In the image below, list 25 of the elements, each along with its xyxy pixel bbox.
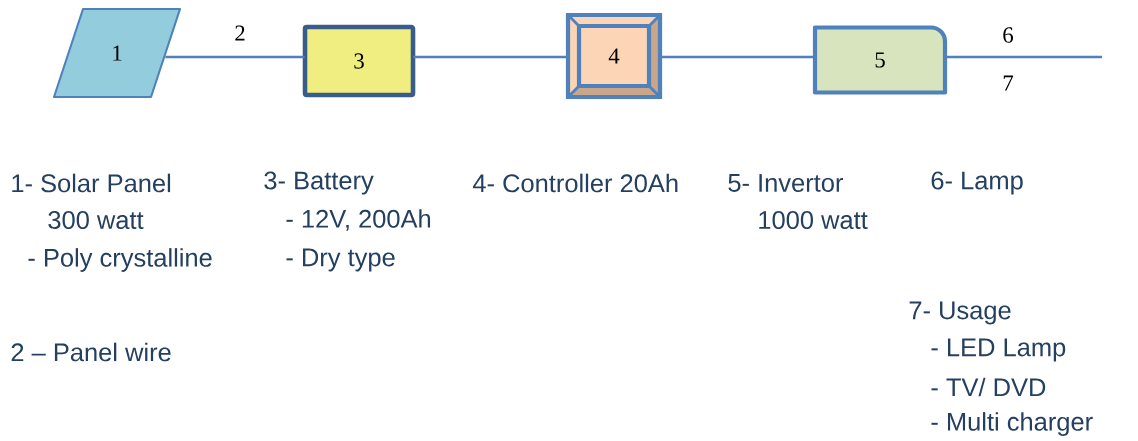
description-text: 300 watt	[48, 211, 144, 230]
description-text: - 12V, 200Ah	[286, 209, 431, 231]
rounded-corner-box: 5	[812, 25, 948, 95]
process-box: 3	[302, 24, 416, 98]
number-label: 7	[1003, 75, 1014, 91]
description-text: - TV/ DVD	[931, 377, 1046, 397]
description-text: 7- Usage	[909, 301, 1011, 325]
description-text: - Poly crystalline	[28, 248, 212, 272]
description-text: - Multi charger	[931, 412, 1093, 436]
description-text: 1- Solar Panel	[12, 173, 171, 193]
connector-line	[945, 55, 1102, 59]
description-text: 5- Invertor	[728, 174, 843, 192]
bevel-box: 4	[565, 12, 663, 100]
description-text: 1000 watt	[759, 211, 868, 230]
description-text: - LED Lamp	[931, 338, 1066, 362]
description-text: 2 – Panel wire	[11, 342, 171, 362]
connector-line	[660, 55, 815, 59]
connector-line	[413, 55, 568, 59]
description-text: 3- Battery	[264, 171, 374, 195]
connector-line	[165, 55, 305, 59]
description-text: - Dry type	[286, 248, 395, 272]
description-text: 6- Lamp	[931, 171, 1023, 195]
description-text: 4- Controller 20Ah	[472, 173, 678, 193]
edge-label: 6	[1000, 25, 1016, 45]
edge-label: 2	[232, 23, 248, 43]
